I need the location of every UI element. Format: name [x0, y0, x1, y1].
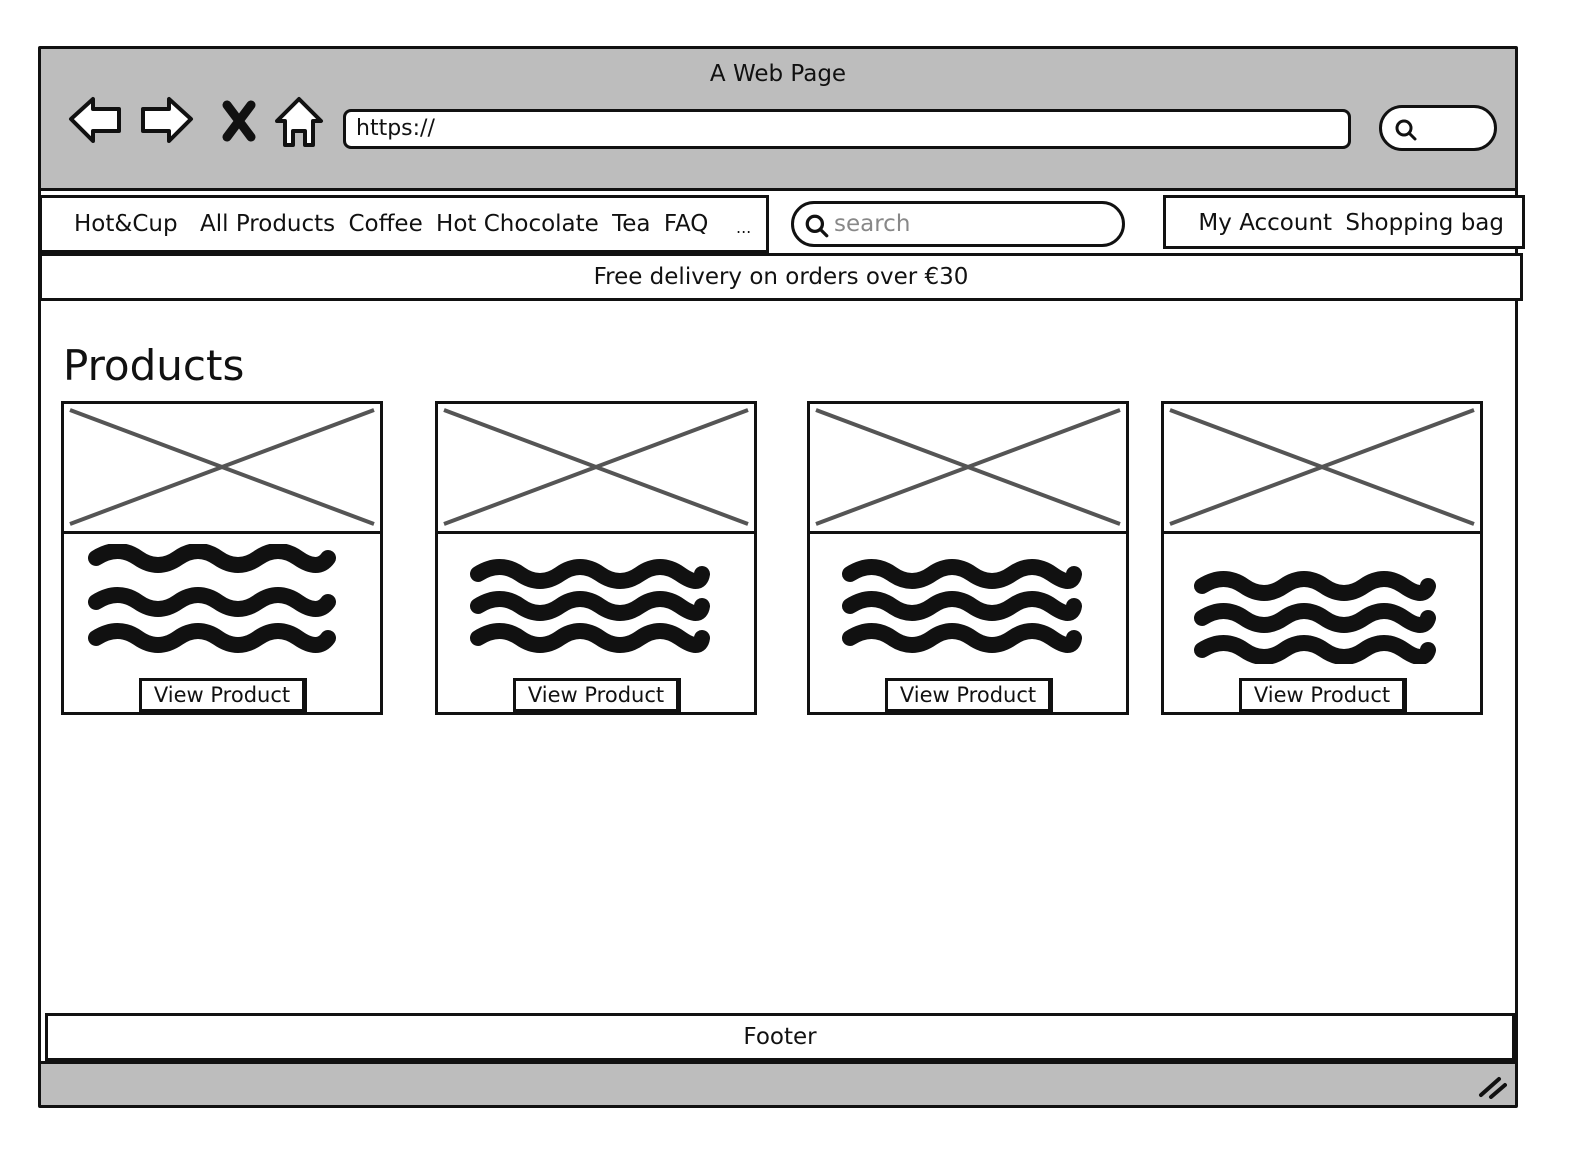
product-description	[1194, 571, 1436, 664]
image-placeholder-icon	[1164, 404, 1480, 534]
shopping-bag-link[interactable]: Shopping bag	[1345, 210, 1504, 236]
product-description	[842, 559, 1082, 653]
product-card: View Product	[1161, 401, 1483, 715]
url-bar[interactable]: https://	[343, 109, 1351, 149]
site-navbar: Hot&Cup All Products Coffee Hot Chocolat…	[39, 195, 769, 253]
view-product-button[interactable]: View Product	[885, 678, 1053, 714]
nav-item-tea[interactable]: Tea	[612, 211, 651, 237]
site-search-box[interactable]	[791, 201, 1125, 247]
view-product-button[interactable]: View Product	[513, 678, 681, 714]
brand-logo[interactable]: Hot&Cup	[74, 211, 178, 237]
browser-search-button[interactable]	[1379, 105, 1497, 151]
nav-more-menu[interactable]: ...	[736, 218, 752, 237]
product-description	[470, 559, 710, 653]
account-nav: My Account Shopping bag	[1163, 195, 1525, 249]
my-account-link[interactable]: My Account	[1198, 210, 1333, 236]
arrow-left-icon[interactable]	[65, 91, 125, 151]
close-icon[interactable]	[209, 91, 269, 151]
promo-banner: Free delivery on orders over €30	[39, 253, 1523, 301]
browser-chrome: A Web Page https://	[41, 49, 1515, 191]
nav-item-coffee[interactable]: Coffee	[348, 211, 423, 237]
page-footer: Footer	[45, 1013, 1515, 1061]
image-placeholder-icon	[438, 404, 754, 534]
browser-window: A Web Page https:// Hot&Cup All Products…	[38, 46, 1525, 1108]
nav-item-all-products[interactable]: All Products	[200, 211, 336, 237]
resize-grip-icon[interactable]	[1477, 1073, 1507, 1099]
search-input[interactable]	[834, 208, 1104, 240]
search-icon	[805, 214, 829, 238]
window-title: A Web Page	[709, 61, 847, 87]
arrow-right-icon[interactable]	[137, 91, 197, 151]
nav-item-faq[interactable]: FAQ	[663, 211, 709, 237]
nav-links: All Products Coffee Hot Chocolate Tea FA…	[200, 198, 714, 250]
product-card: View Product	[807, 401, 1129, 715]
view-product-button[interactable]: View Product	[139, 678, 307, 714]
image-placeholder-icon	[64, 404, 380, 534]
search-icon	[1395, 119, 1417, 141]
product-description	[88, 544, 336, 653]
browser-status-bar	[41, 1061, 1515, 1105]
view-product-button[interactable]: View Product	[1239, 678, 1407, 714]
product-card: View Product	[435, 401, 757, 715]
nav-item-hot-chocolate[interactable]: Hot Chocolate	[436, 211, 599, 237]
image-placeholder-icon	[810, 404, 1126, 534]
page-title: Products	[63, 341, 245, 390]
home-icon[interactable]	[269, 91, 329, 151]
product-card: View Product	[61, 401, 383, 715]
